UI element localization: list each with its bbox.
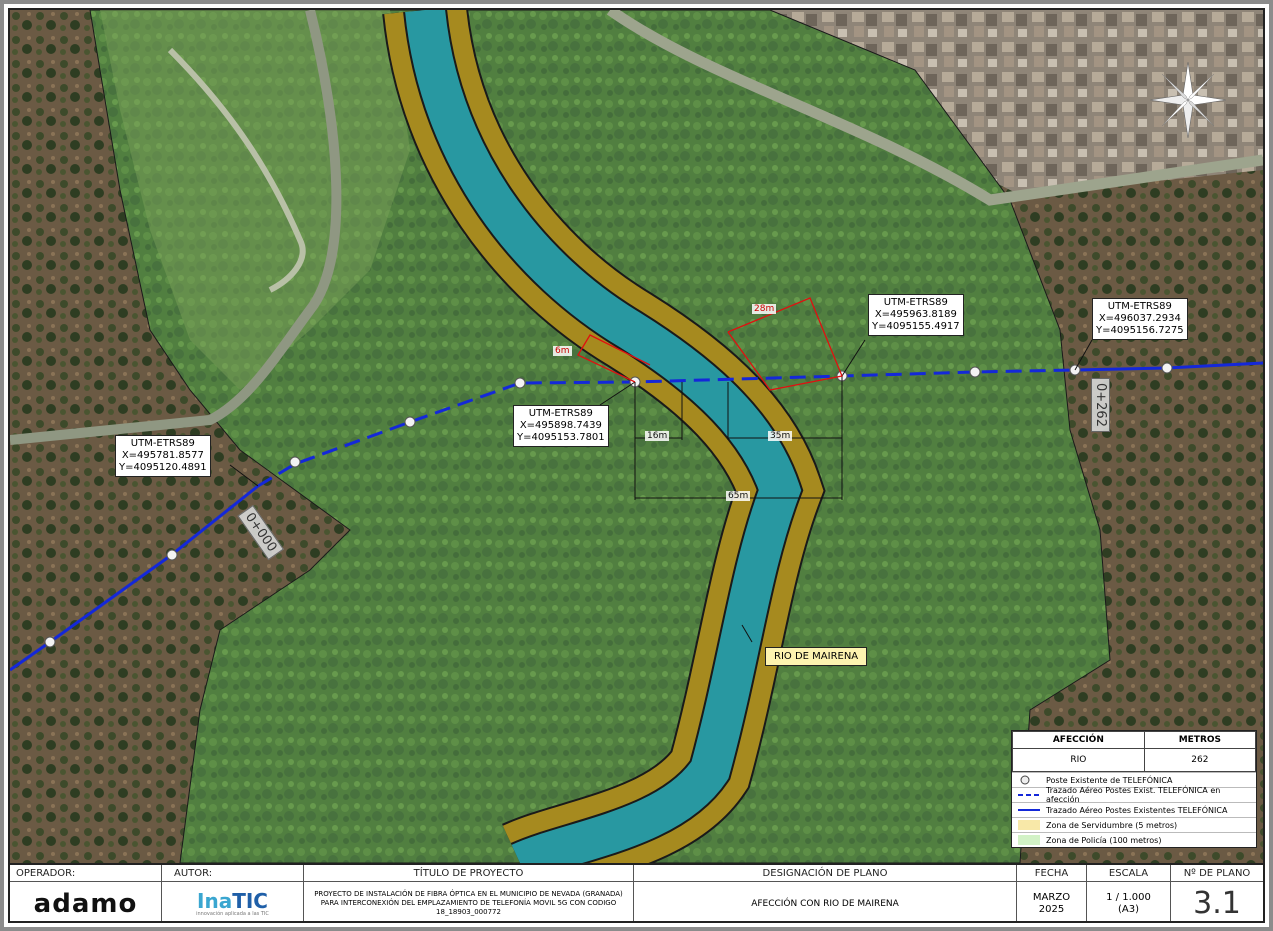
telefonica-line-existing[interactable]	[10, 484, 259, 672]
designation: AFECCIÓN CON RIO DE MAIRENA	[751, 898, 899, 909]
project-title-label: TÍTULO DE PROYECTO	[304, 865, 633, 882]
legend-row-name: RIO	[1012, 748, 1145, 772]
coord-box-river-east: UTM-ETRS89 X=495963.8189 Y=4095155.4917	[868, 294, 964, 336]
pole-icon	[1018, 775, 1040, 785]
legend-row-value: 262	[1143, 748, 1257, 772]
legend: AFECCIÓN METROS RIO 262 Poste Existente …	[1011, 730, 1257, 848]
operator-logo: adamo	[33, 888, 138, 919]
road-left	[10, 10, 342, 445]
pole-icon	[969, 366, 981, 378]
pole-icon	[404, 416, 416, 428]
legend-label: Trazado Aéreo Postes Exist. TELEFÓNICA e…	[1046, 786, 1221, 804]
north-arrow-icon	[1149, 61, 1227, 139]
title-block: OPERADOR: adamo AUTOR: InaTIC innovación…	[10, 863, 1263, 921]
cell-operator: OPERADOR: adamo	[10, 865, 162, 921]
coord-box-end: UTM-ETRS89 X=496037.2934 Y=4095156.7275	[1092, 298, 1188, 340]
scale-paper: (A3)	[1117, 903, 1139, 915]
project-title: PROYECTO DE INSTALACIÓN DE FIBRA ÓPTICA …	[314, 890, 623, 916]
legend-item-existing-line: Trazado Aéreo Postes Existentes TELEFÓNI…	[1012, 802, 1256, 817]
river-water	[405, 10, 802, 863]
legend-item-policia: Zona de Policía (100 metros)	[1012, 832, 1256, 847]
cell-plan-number: Nº DE PLANO 3.1	[1171, 865, 1263, 921]
pole-icon	[166, 549, 178, 561]
legend-item-servidumbre: Zona de Servidumbre (5 metros)	[1012, 817, 1256, 832]
dim-6m: 6m	[553, 346, 572, 356]
solid-line-icon	[1018, 805, 1040, 815]
pk-end-label: 0+262	[1091, 378, 1110, 432]
scale-value: 1 / 1.000	[1106, 891, 1151, 903]
cell-project-title: TÍTULO DE PROYECTO PROYECTO DE INSTALACI…	[304, 865, 634, 921]
dim-16m: 16m	[645, 431, 670, 441]
dashed-line-icon	[1018, 790, 1040, 800]
date-month: MARZO	[1032, 891, 1071, 903]
date-year: 2025	[1038, 903, 1065, 915]
cell-scale: ESCALA 1 / 1.000 (A3)	[1087, 865, 1171, 921]
track	[167, 47, 306, 293]
author-logo-part-b: TIC	[232, 888, 268, 913]
river-label: RIO DE MAIRENA	[765, 647, 868, 666]
leaders	[229, 339, 1093, 643]
date-label: FECHA	[1017, 865, 1086, 882]
plan-number-label: Nº DE PLANO	[1171, 865, 1263, 882]
operator-label: OPERADOR:	[10, 865, 161, 882]
cell-author: AUTOR: InaTIC innovación aplicada a las …	[162, 865, 304, 921]
dim-35m: 35m	[768, 431, 793, 441]
cell-designation: DESIGNACIÓN DE PLANO AFECCIÓN CON RIO DE…	[634, 865, 1017, 921]
telefonica-line-affected[interactable]	[257, 368, 1076, 488]
designation-label: DESIGNACIÓN DE PLANO	[634, 865, 1016, 882]
dim-28m: 28m	[752, 304, 777, 314]
author-tagline: innovación aplicada a las TIC	[196, 910, 269, 917]
pole-icon	[44, 636, 56, 648]
legend-item-pole: Poste Existente de TELEFÓNICA	[1012, 772, 1256, 787]
legend-col-affection: AFECCIÓN	[1012, 731, 1145, 749]
legend-label: Zona de Servidumbre (5 metros)	[1046, 820, 1178, 830]
pole-icon	[1161, 362, 1173, 374]
scale-label: ESCALA	[1087, 865, 1170, 882]
legend-item-affected-line: Trazado Aéreo Postes Exist. TELEFÓNICA e…	[1012, 786, 1256, 804]
author-logo-part-a: Ina	[197, 888, 233, 913]
pole-icon	[289, 456, 301, 468]
town-area	[770, 10, 1263, 195]
swatch-servidumbre	[1018, 820, 1040, 830]
drawing-frame: UTM-ETRS89 X=495781.8577 Y=4095120.4891 …	[8, 8, 1265, 923]
coord-box-river-west: UTM-ETRS89 X=495898.7439 Y=4095153.7801	[513, 405, 609, 447]
legend-label: Trazado Aéreo Postes Existentes TELEFÓNI…	[1046, 805, 1228, 815]
plan-number: 3.1	[1193, 886, 1241, 921]
dim-65m: 65m	[726, 491, 751, 501]
legend-col-meters: METROS	[1143, 731, 1257, 749]
legend-label: Poste Existente de TELEFÓNICA	[1046, 775, 1173, 785]
author-label: AUTOR:	[162, 865, 303, 882]
pole-icon	[514, 377, 526, 389]
swatch-policia	[1018, 835, 1040, 845]
affection-table: AFECCIÓN METROS RIO 262	[1012, 731, 1257, 772]
drawing-sheet: UTM-ETRS89 X=495781.8577 Y=4095120.4891 …	[4, 4, 1269, 927]
author-logo: InaTIC	[197, 891, 268, 911]
legend-label: Zona de Policía (100 metros)	[1046, 835, 1162, 845]
road-top	[606, 10, 1263, 206]
coord-box-start: UTM-ETRS89 X=495781.8577 Y=4095120.4891	[115, 435, 211, 477]
cell-date: FECHA MARZO 2025	[1017, 865, 1087, 921]
red-offset-lines	[577, 297, 843, 391]
